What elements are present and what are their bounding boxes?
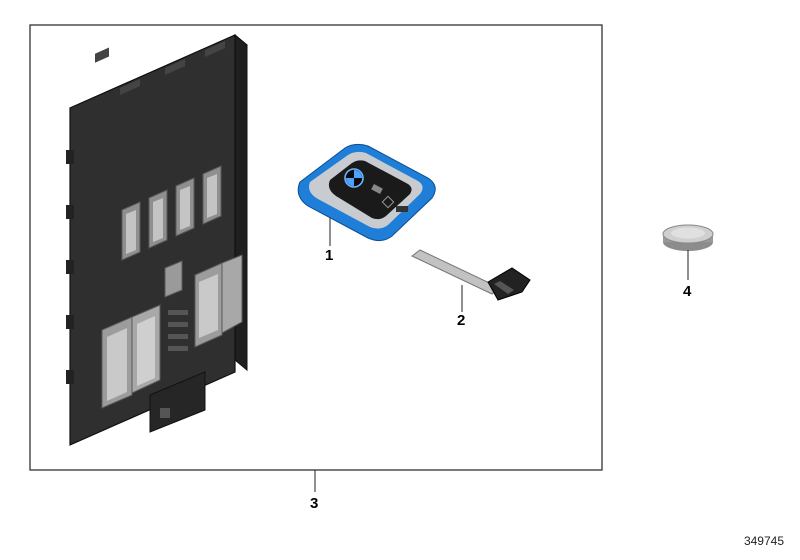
callout-2: 2 (457, 312, 466, 329)
callout-1: 1 (325, 247, 334, 264)
control-module-illustration (66, 33, 248, 446)
callout-4: 4 (683, 283, 692, 300)
battery-illustration (662, 224, 714, 251)
kit-frame (29, 24, 603, 471)
callout-3: 3 (310, 495, 319, 512)
emergency-key-illustration (411, 249, 531, 301)
key-fob-illustration (297, 143, 436, 242)
diagram-number: 349745 (743, 534, 784, 548)
